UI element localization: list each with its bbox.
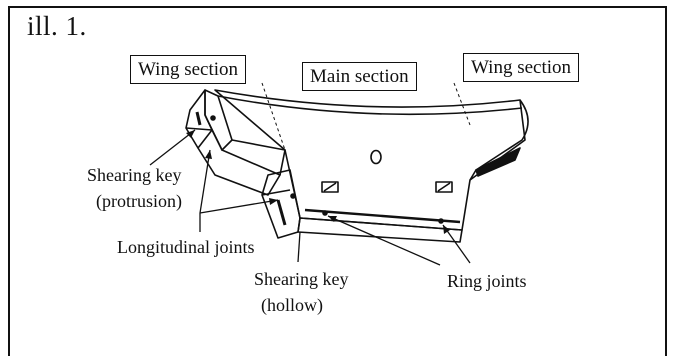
arrow-shear-protrusion — [149, 129, 196, 166]
wing-left-upper-block — [204, 89, 233, 151]
joint-dashed-right — [453, 82, 471, 126]
arrow-ring-1 — [327, 215, 441, 266]
wing-right-outline — [469, 99, 529, 181]
callout-shear-protrusion-line1: Shearing key — [87, 165, 182, 185]
lifting-pocket-right — [435, 181, 453, 193]
figure-frame — [8, 6, 667, 356]
callout-ring-joints: Ring joints — [447, 271, 527, 291]
arrow-shear-hollow — [297, 231, 301, 263]
wing-section-left-label: Wing section — [130, 55, 247, 84]
arrow-longitudinal-1 — [199, 149, 211, 232]
lifting-pocket-left — [321, 181, 339, 193]
callout-shear-hollow-line1: Shearing key — [254, 269, 349, 289]
wing-left-body — [197, 129, 281, 196]
wing-section-right-label: Wing section — [463, 53, 580, 82]
callout-shear-protrusion-line2: (protrusion) — [96, 191, 182, 211]
arrow-longitudinal-2 — [199, 199, 279, 214]
grout-hole — [370, 149, 382, 165]
callout-longitudinal-joints: Longitudinal joints — [117, 237, 255, 257]
figure-label: ill. 1. — [27, 11, 87, 41]
callout-shear-hollow-line2: (hollow) — [261, 295, 323, 315]
main-section-outline — [214, 89, 526, 231]
wing-left-lower-block — [261, 169, 301, 239]
main-section-label: Main section — [302, 62, 417, 91]
